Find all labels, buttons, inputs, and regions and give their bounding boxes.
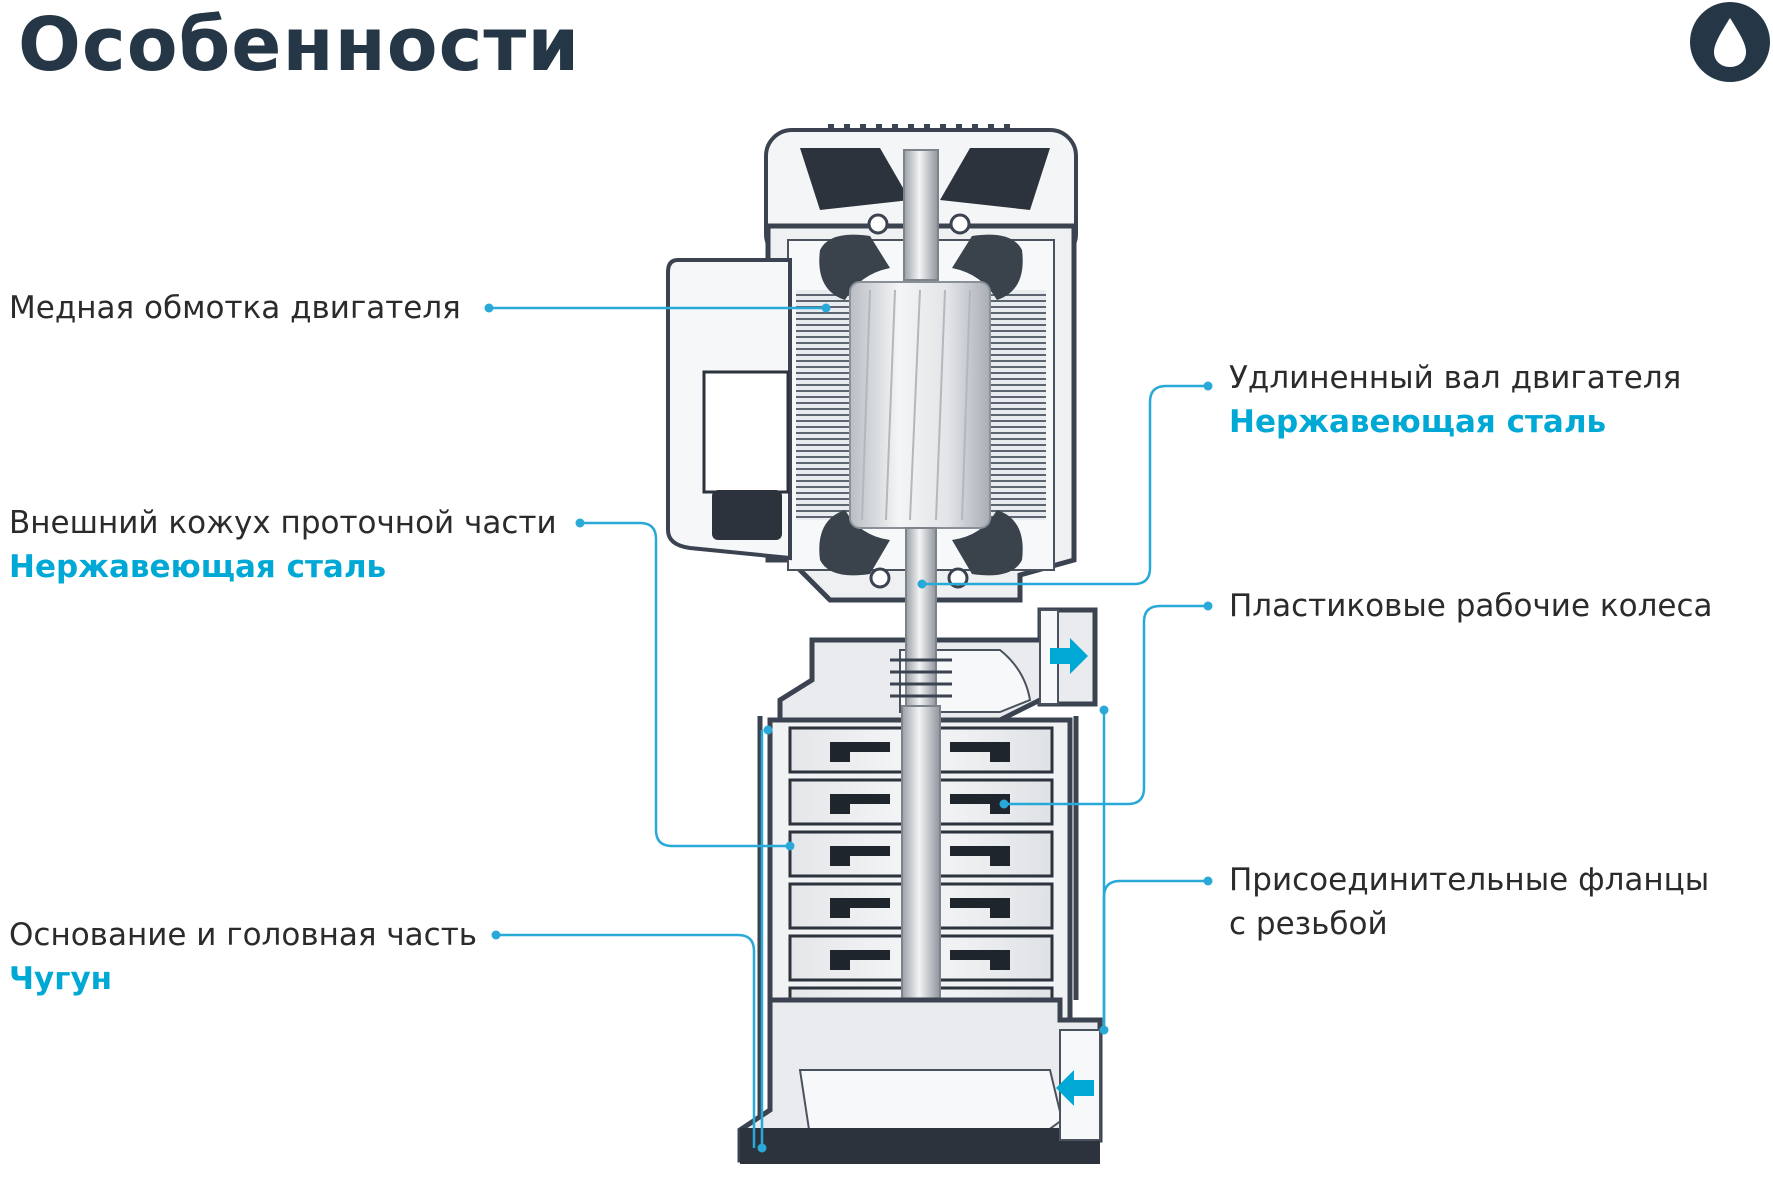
callout-copper-winding: Медная обмотка двигателя bbox=[9, 286, 461, 330]
page-title: Особенности bbox=[18, 2, 581, 88]
callout-motor-shaft-text: Удлиненный вал двигателя bbox=[1229, 360, 1682, 396]
terminal-box bbox=[666, 258, 792, 561]
callout-outer-casing: Внешний кожух проточной части Нержавеюща… bbox=[9, 501, 557, 589]
bearings bbox=[867, 213, 971, 589]
leader-impellers bbox=[999, 601, 1213, 809]
callout-base-head-material: Чугун bbox=[9, 961, 113, 997]
pump-base bbox=[737, 997, 1103, 1164]
callout-base-head-text: Основание и головная часть bbox=[9, 917, 478, 953]
callout-motor-shaft: Удлиненный вал двигателя Нержавеющая ста… bbox=[1229, 356, 1681, 444]
rotor bbox=[849, 281, 991, 529]
callout-flanges-line1: Присоединительные фланцы bbox=[1229, 862, 1710, 898]
copper-winding bbox=[819, 234, 1023, 576]
callout-impellers-text: Пластиковые рабочие колеса bbox=[1229, 588, 1713, 624]
callout-base-head: Основание и головная часть Чугун bbox=[9, 913, 477, 1001]
leader-copper-winding bbox=[484, 303, 831, 313]
stator-laminations bbox=[796, 290, 1046, 520]
leader-flanges bbox=[1099, 705, 1213, 1035]
callout-outer-casing-material: Нержавеющая сталь bbox=[9, 549, 387, 585]
callout-copper-winding-text: Медная обмотка двигателя bbox=[9, 290, 461, 326]
callout-flanges: Присоединительные фланцы с резьбой bbox=[1229, 858, 1709, 946]
leader-base-head bbox=[491, 725, 773, 1153]
callout-motor-shaft-material: Нержавеющая сталь bbox=[1229, 404, 1607, 440]
callout-leaders bbox=[484, 303, 1213, 1153]
callout-outer-casing-text: Внешний кожух проточной части bbox=[9, 505, 557, 541]
water-drop-logo-icon bbox=[1690, 2, 1770, 82]
leader-motor-shaft bbox=[917, 381, 1213, 589]
leader-outer-casing bbox=[575, 518, 795, 851]
outlet-arrow-icon bbox=[1050, 638, 1088, 674]
callout-flanges-line2: с резьбой bbox=[1229, 906, 1388, 942]
inlet-arrow-icon bbox=[1056, 1070, 1094, 1106]
callout-impellers: Пластиковые рабочие колеса bbox=[1229, 584, 1713, 628]
